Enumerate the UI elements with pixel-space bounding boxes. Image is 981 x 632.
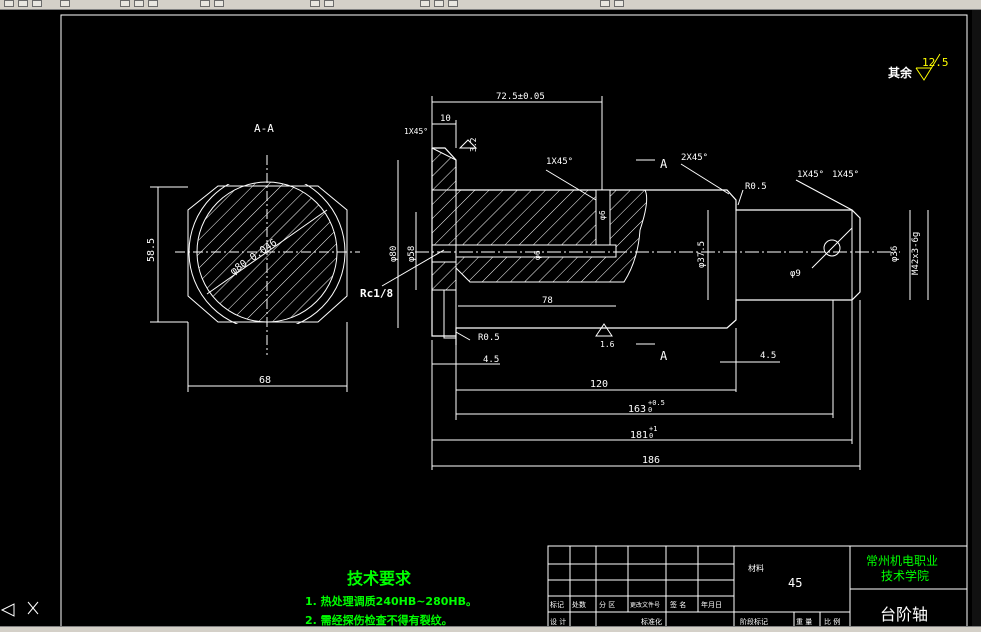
svg-text:10: 10 [440, 114, 451, 124]
svg-text:φ6: φ6 [533, 250, 542, 260]
svg-text:φ58: φ58 [407, 246, 417, 262]
svg-text:φ9: φ9 [790, 269, 801, 279]
drawing-frame [60, 14, 968, 631]
svg-text:R0.5: R0.5 [478, 333, 500, 343]
roughness-note: 其余 12.5 [888, 53, 949, 81]
svg-text:R0.5: R0.5 [745, 182, 767, 192]
undo-icon[interactable] [200, 0, 210, 7]
svg-text:A: A [660, 157, 668, 171]
svg-text:A-A: A-A [254, 122, 274, 135]
svg-text:1X45°: 1X45° [404, 127, 428, 136]
svg-text:更改文件号: 更改文件号 [630, 601, 660, 609]
svg-text:186: 186 [642, 455, 660, 466]
svg-text:年月日: 年月日 [701, 600, 722, 609]
vertical-scrollbar[interactable] [972, 10, 981, 627]
svg-text:1. 热处理调质240HB~280HB。: 1. 热处理调质240HB~280HB。 [305, 594, 477, 608]
svg-text:2X45°: 2X45° [681, 153, 708, 163]
svg-text:材料: 材料 [748, 563, 764, 573]
svg-text:标准化: 标准化 [641, 617, 662, 626]
svg-text:处数: 处数 [572, 600, 586, 609]
svg-text:1.6: 1.6 [600, 340, 615, 349]
svg-text:+1: +1 [649, 425, 657, 433]
cad-toolbar [0, 0, 981, 10]
svg-text:3.2: 3.2 [469, 137, 478, 152]
tool-palette-icon[interactable] [448, 0, 458, 7]
svg-text:φ6: φ6 [598, 210, 607, 220]
svg-text:φ80: φ80 [389, 246, 399, 262]
svg-text:A: A [660, 349, 668, 363]
svg-text:1X45°: 1X45° [797, 170, 824, 180]
svg-text:0: 0 [649, 432, 653, 440]
svg-text:68: 68 [259, 375, 271, 386]
pan-icon[interactable] [310, 0, 320, 7]
print-icon[interactable] [60, 0, 70, 7]
open-file-icon[interactable] [18, 0, 28, 7]
svg-text:181: 181 [630, 430, 648, 441]
svg-text:72.5±0.05: 72.5±0.05 [496, 92, 545, 102]
shaft-main-view [415, 147, 900, 345]
svg-text:分 区: 分 区 [599, 600, 615, 609]
section-view-aa: A-A φ80-0.046 58.5 68 [146, 122, 360, 392]
copy-icon[interactable] [134, 0, 144, 7]
svg-text:φ36: φ36 [890, 246, 900, 262]
svg-text:1X45°: 1X45° [832, 170, 859, 180]
svg-text:58.5: 58.5 [146, 238, 157, 262]
svg-text:重 量: 重 量 [796, 618, 812, 626]
svg-text:163: 163 [628, 404, 646, 415]
design-center-icon[interactable] [434, 0, 444, 7]
svg-text:比 例: 比 例 [824, 617, 840, 626]
layer-icon[interactable] [600, 0, 610, 7]
svg-text:0: 0 [648, 406, 652, 414]
svg-text:+0.5: +0.5 [648, 399, 665, 407]
dimension-lines [381, 96, 929, 470]
svg-text:78: 78 [542, 296, 553, 306]
svg-text:其余: 其余 [888, 65, 913, 80]
svg-text:M42x3-6g: M42x3-6g [911, 232, 921, 275]
save-icon[interactable] [32, 0, 42, 7]
svg-text:12.5: 12.5 [922, 56, 949, 69]
layer-state-icon[interactable] [614, 0, 624, 7]
cut-icon[interactable] [120, 0, 130, 7]
title-block: 材料 45 常州机电职业 技术学院 台阶轴 标记 处数 分 区 更改文件号 签 … [547, 545, 968, 631]
svg-text:签 名: 签 名 [670, 600, 686, 609]
svg-text:技术学院: 技术学院 [881, 568, 929, 583]
new-file-icon[interactable] [4, 0, 14, 7]
properties-icon[interactable] [420, 0, 430, 7]
status-bar [0, 626, 981, 632]
dimension-texts: 72.5±0.05 10 1X45° 3.2 1X45° A 2X45° R0.… [360, 92, 921, 466]
paste-icon[interactable] [148, 0, 158, 7]
zoom-icon[interactable] [324, 0, 334, 7]
svg-text:2. 需经探伤检查不得有裂纹。: 2. 需经探伤检查不得有裂纹。 [305, 613, 453, 627]
svg-text:技术要求: 技术要求 [347, 569, 412, 588]
svg-text:120: 120 [590, 379, 608, 390]
svg-text:45: 45 [788, 576, 802, 590]
svg-text:设 计: 设 计 [550, 617, 566, 626]
svg-text:1X45°: 1X45° [546, 157, 573, 167]
svg-text:4.5: 4.5 [483, 355, 499, 365]
svg-text:4.5: 4.5 [760, 351, 776, 361]
svg-text:Rc1/8: Rc1/8 [360, 287, 393, 300]
svg-text:阶段标记: 阶段标记 [740, 617, 768, 626]
redo-icon[interactable] [214, 0, 224, 7]
tech-requirements: 技术要求 1. 热处理调质240HB~280HB。 2. 需经探伤检查不得有裂纹… [305, 569, 477, 627]
svg-text:常州机电职业: 常州机电职业 [866, 554, 938, 568]
svg-text:标记: 标记 [550, 600, 564, 609]
svg-text:台阶轴: 台阶轴 [880, 605, 928, 624]
svg-text:φ37.5: φ37.5 [697, 241, 707, 268]
ucs-icon [0, 601, 39, 617]
